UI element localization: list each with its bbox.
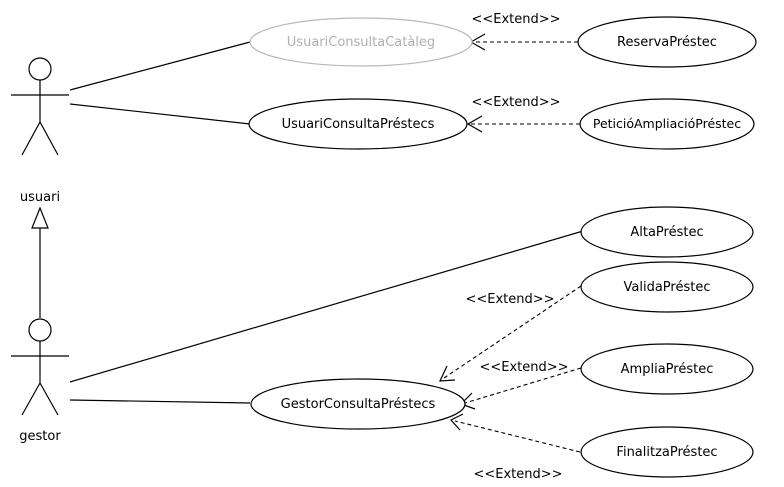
actor-gestor-head (28, 318, 52, 342)
extend-valida-to-gestor-consulta (439, 285, 582, 382)
association-gestor-alta (69, 225, 601, 383)
use-case-reserva-prestec[interactable]: ReservaPréstec (577, 16, 757, 68)
actor-gestor[interactable]: gestor (11, 318, 69, 444)
extend-reserva-to-cataleg (469, 33, 578, 51)
extend-peticio-to-usuari-prestecs (466, 115, 580, 133)
use-case-usuari-consulta-prestecs[interactable]: UsuariConsultaPréstecs (248, 98, 468, 150)
extend-label-reserva: <<Extend>> (471, 12, 560, 27)
generalization-gestor-usuari (31, 206, 49, 318)
use-case-label: UsuariConsultaCatàleg (287, 35, 435, 50)
use-case-alta-prestec[interactable]: AltaPréstec (580, 206, 754, 258)
use-case-label: ReservaPréstec (617, 35, 717, 50)
actor-usuari-head (28, 57, 52, 81)
extend-label-amplia: <<Extend>> (479, 360, 568, 375)
use-case-gestor-consulta-prestecs[interactable]: GestorConsultaPréstecs (250, 378, 466, 430)
extend-label-finalitza: <<Extend>> (473, 467, 562, 482)
association-usuari-cataleg (69, 41, 251, 91)
use-case-label: UsuariConsultaPréstecs (282, 117, 435, 132)
use-case-usuari-consulta-cataleg[interactable]: UsuariConsultaCatàleg (249, 17, 473, 67)
use-case-finalitza-prestec[interactable]: FinalitzaPréstec (580, 426, 754, 478)
use-case-peticio-ampliacio-prestec[interactable]: PeticióAmpliacióPréstec (579, 98, 755, 150)
association-usuari-prestecs (69, 103, 251, 125)
generalization-arrowhead (31, 206, 49, 229)
use-case-label: ValidaPréstec (624, 280, 711, 295)
actor-usuari-label: usuari (20, 190, 60, 205)
extend-label-peticio: <<Extend>> (471, 95, 560, 110)
actor-gestor-label: gestor (19, 429, 61, 444)
extend-finalitza-to-gestor-consulta (450, 413, 581, 453)
use-case-label: FinalitzaPréstec (616, 445, 717, 460)
association-gestor-consulta (69, 399, 251, 404)
actor-usuari[interactable]: usuari (11, 57, 69, 205)
use-case-label: PeticióAmpliacióPréstec (593, 116, 741, 131)
extend-label-valida: <<Extend>> (465, 292, 554, 307)
use-case-amplia-prestec[interactable]: AmpliaPréstec (580, 343, 754, 395)
use-case-label: AltaPréstec (630, 225, 703, 240)
use-case-valida-prestec[interactable]: ValidaPréstec (580, 261, 754, 313)
use-case-label: AmpliaPréstec (621, 362, 714, 377)
use-case-label: GestorConsultaPréstecs (281, 397, 436, 412)
